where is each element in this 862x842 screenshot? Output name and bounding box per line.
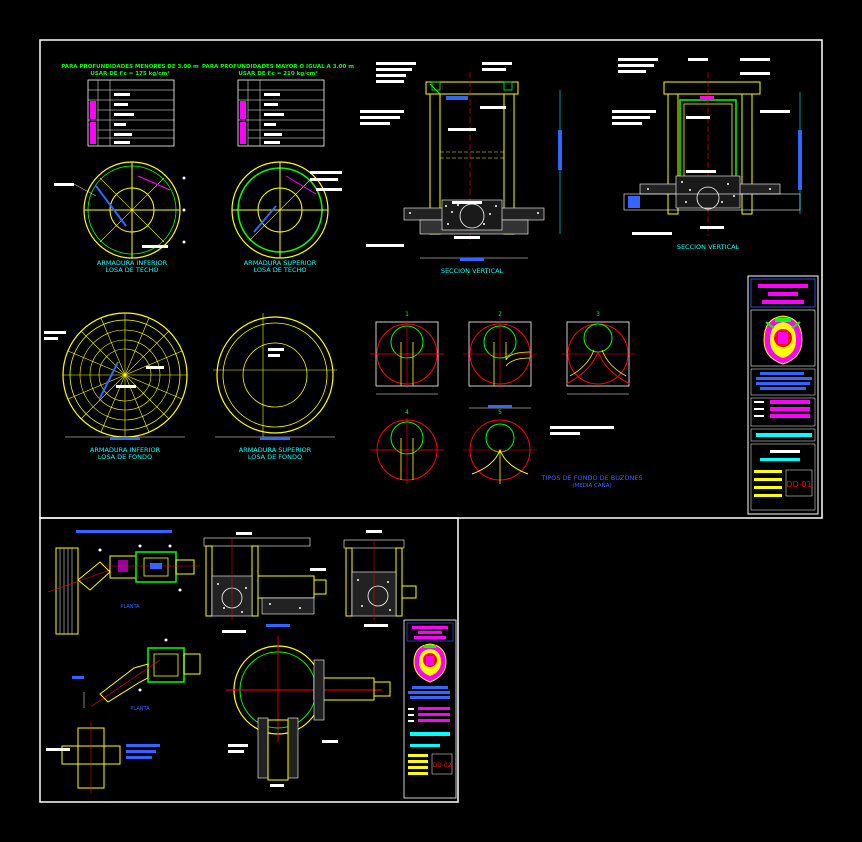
floor-upper-title-2: LOSA DE FONDO — [248, 453, 302, 461]
section-left-title: SECCION VERTICAL — [441, 267, 504, 275]
sheet-2-code: DD-02 — [432, 762, 451, 769]
type-3-label: 3 — [596, 311, 600, 318]
floor-lower-title-2: LOSA DE FONDO — [98, 453, 152, 461]
type-4-label: 4 — [405, 409, 409, 416]
type-2-label: 2 — [498, 311, 502, 318]
manhole-section-elevation-2 — [343, 530, 417, 627]
municipal-seal-box — [750, 309, 816, 367]
section-right-title: SECCION VERTICAL — [677, 243, 740, 251]
vertical-section-right: SECCION VERTICAL — [612, 58, 802, 251]
types-subtitle: (MEDIA CAÑA) — [572, 482, 611, 489]
roof-lower-title-1: ARMADURA INFERIOR — [97, 259, 168, 267]
pipe-junction-plan-1: PLANTA — [47, 530, 200, 635]
title-block-1: DD-01 — [747, 275, 819, 515]
municipal-seal-icon — [763, 315, 803, 365]
manhole-section-elevation-1 — [203, 532, 327, 633]
type-5: 5 — [463, 409, 537, 484]
reinforcement-table-right: PARA PROFUNDIDADES MAYOR O IGUAL A 3.00 … — [202, 64, 354, 147]
floor-lower-title-1: ARMADURA INFERIOR — [90, 446, 161, 454]
reinforcement-table-left: PARA PROFUNDIDADES MENORES DE 3.00 m USA… — [61, 64, 199, 147]
planta-label-1: PLANTA — [120, 604, 140, 610]
planta-label-2: PLANTA — [130, 706, 150, 712]
table-right-title-1: PARA PROFUNDIDADES MAYOR O IGUAL A 3.00 … — [202, 64, 354, 70]
sheet-1-code: DD-01 — [786, 480, 811, 489]
roof-slab-lower-reinforcement: ARMADURA INFERIOR LOSA DE TECHO — [54, 161, 186, 274]
roof-upper-title-2: LOSA DE TECHO — [253, 266, 306, 274]
manhole-plan-large — [226, 624, 391, 787]
type-2: 2 — [463, 311, 537, 409]
roof-lower-title-2: LOSA DE TECHO — [105, 266, 158, 274]
municipal-seal-icon-2 — [413, 643, 447, 683]
title-block-2: DD-02 — [403, 619, 457, 799]
pipe-junction-plan-2: PLANTA — [72, 638, 201, 712]
type-1-label: 1 — [405, 311, 409, 318]
table-right-title-2: USAR DE f'c = 210 kg/cm² — [238, 70, 318, 77]
vertical-section-left: SECCION VERTICAL — [360, 62, 562, 275]
table-left-title-2: USAR DE f'c = 175 kg/cm² — [90, 70, 170, 77]
floor-slab-lower-reinforcement: ARMADURA INFERIOR LOSA DE FONDO — [44, 312, 188, 461]
sheet-2-frame — [39, 517, 459, 803]
floor-slab-upper-reinforcement: ARMADURA SUPERIOR LOSA DE FONDO — [213, 313, 337, 461]
type-3: 3 — [561, 311, 635, 395]
sheet-2: PLANTA PLANTA — [39, 517, 459, 803]
roof-upper-title-1: ARMADURA SUPERIOR — [244, 259, 317, 267]
pipe-cross-detail — [46, 722, 160, 794]
type-5-label: 5 — [498, 409, 502, 416]
type-1: 1 — [370, 311, 444, 395]
type-4: 4 — [370, 409, 444, 484]
types-title: TIPOS DE FONDO DE BUZONES — [540, 474, 642, 482]
manhole-bottom-types: 1 2 — [370, 311, 643, 489]
floor-upper-title-1: ARMADURA SUPERIOR — [239, 446, 312, 454]
roof-slab-upper-reinforcement: ARMADURA SUPERIOR LOSA DE TECHO — [231, 161, 342, 274]
sheet-1: PARA PROFUNDIDADES MENORES DE 3.00 m USA… — [39, 39, 823, 519]
table-left-title-1: PARA PROFUNDIDADES MENORES DE 3.00 m — [61, 64, 199, 70]
